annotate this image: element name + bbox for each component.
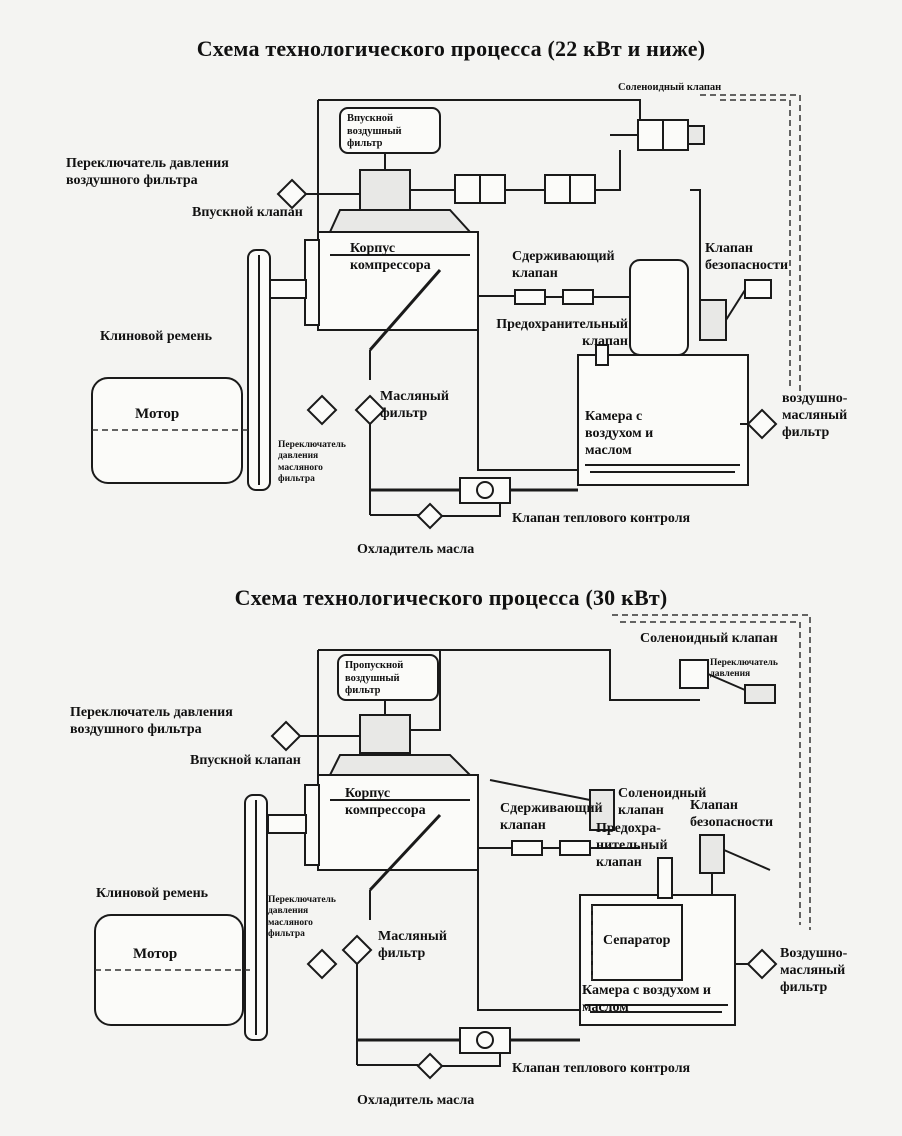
d1-oil-cooler-label: Охладитель масла	[357, 542, 475, 557]
d2-pressure-switch-label: Переключатель давления	[710, 658, 778, 680]
d2-compressor-body-label: Корпус компрессора	[345, 786, 426, 819]
d1-intake-valve-label: Впускной клапан	[192, 205, 303, 220]
d2-solenoid-valve-mid-label: Соленоидный клапан	[618, 786, 707, 819]
d1-relief-valve-label: Предохранительный клапан	[496, 317, 628, 350]
d2-check-valve-label: Сдерживающий клапан	[500, 801, 603, 834]
d1-v-belt-label: Клиновой ремень	[100, 329, 213, 344]
d1-thermal-valve-label: Клапан теплового контроля	[512, 511, 691, 526]
d2-air-oil-filter-label: Воздушно-масляный фильтр	[780, 946, 848, 996]
d1-compressor-body-label: Корпус компрессора	[350, 241, 431, 274]
d2-oil-cooler-label: Охладитель масла	[357, 1093, 475, 1108]
d2-air-filter-switch-label: Переключатель давления воздушного фильтр…	[70, 705, 233, 738]
d2-thermal-valve-label: Клапан теплового контроля	[512, 1061, 691, 1076]
d2-intake-filter-label: Пропускной воздушный фильтр	[345, 660, 404, 697]
d2-air-oil-chamber-label: Камера с воздухом и маслом	[582, 983, 711, 1016]
d1-safety-valve-label: Клапан безопасности	[705, 241, 789, 274]
diagram1-title: Схема технологического процесса (22 кВт …	[196, 36, 706, 61]
d1-solenoid-valve-label: Соленоидный клапан	[618, 82, 722, 93]
d1-oil-filter-label: Масляный фильтр	[380, 389, 449, 422]
d1-motor-label: Мотор	[135, 406, 180, 422]
d1-air-oil-chamber-label: Камера с воздухом и маслом	[585, 409, 654, 459]
d1-air-oil-filter-label: воздушно-масляный фильтр	[782, 391, 848, 441]
d2-oil-filter-switch-label: Переключатель давления масляного фильтра	[268, 895, 336, 940]
d2-safety-valve-label: Клапан безопасности	[690, 798, 774, 831]
d2-motor-label: Мотор	[133, 946, 178, 962]
d2-separator-label: Сепаратор	[603, 933, 671, 948]
d1-oil-filter-switch-label: Переключатель давления масляного фильтра	[278, 440, 346, 485]
d2-oil-filter-label: Масляный фильтр	[378, 929, 447, 962]
d1-air-filter-switch-label: Переключатель давления воздушного фильтр…	[66, 156, 229, 189]
diagram2-title: Схема технологического процесса (30 кВт)	[234, 585, 668, 610]
d2-intake-valve-label: Впускной клапан	[190, 753, 301, 768]
d1-intake-filter-label: Впускной воздушный фильтр	[347, 113, 402, 150]
d2-solenoid-valve-top-label: Соленоидный клапан	[640, 631, 778, 646]
d1-check-valve-label: Сдерживающий клапан	[512, 249, 615, 282]
d2-relief-valve-label: Предохра-нительный клапан	[596, 821, 668, 871]
d2-v-belt-label: Клиновой ремень	[96, 886, 209, 901]
